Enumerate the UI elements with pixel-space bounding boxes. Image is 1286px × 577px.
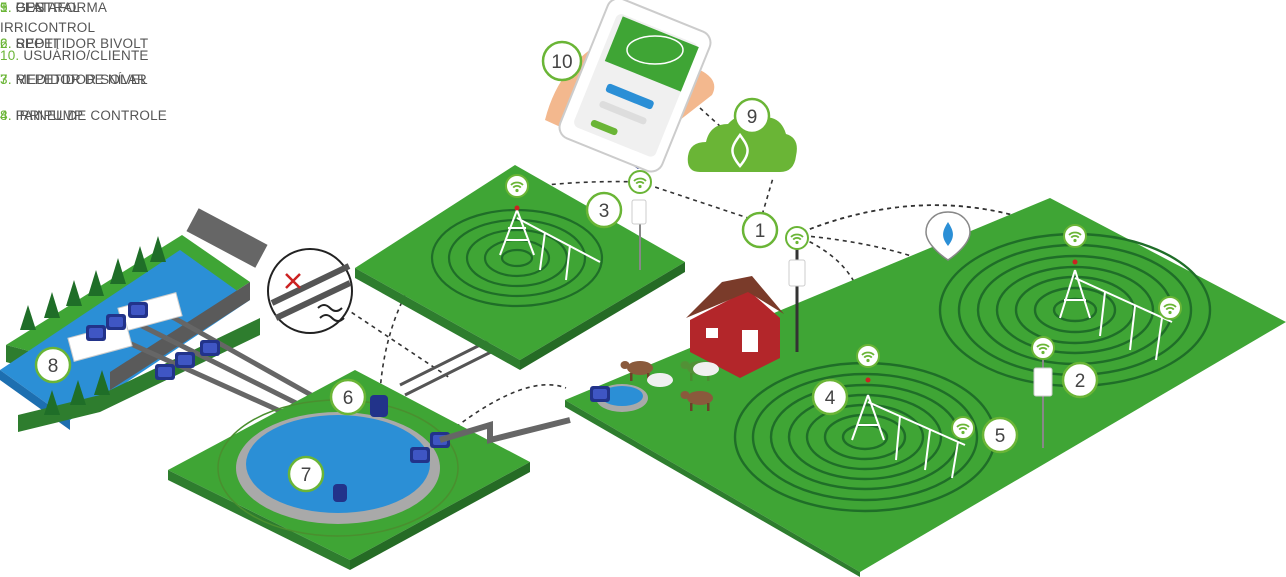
badge-8: 8 xyxy=(34,346,72,384)
svg-text:3: 3 xyxy=(599,201,610,222)
badge-4: 4 xyxy=(811,378,849,416)
legend-item-usuario-cliente: 10. USUÁRIO/CLIENTE xyxy=(0,48,149,63)
solar-repeater-field xyxy=(355,147,685,370)
reservoir-platform xyxy=(168,370,530,570)
svg-text:5: 5 xyxy=(995,426,1006,447)
main-farm-field xyxy=(565,198,1286,577)
svg-text:8: 8 xyxy=(48,356,59,377)
svg-text:1: 1 xyxy=(755,221,766,242)
smartphone-icon xyxy=(545,0,715,173)
badge-5: 5 xyxy=(981,416,1019,454)
svg-text:6: 6 xyxy=(343,388,354,409)
legend-item-repetidor-solar: 3. REPETIDOR SOLAR xyxy=(0,72,147,87)
legend-item-plataforma-irricontrol: 9. PLATAFORMA xyxy=(0,0,108,15)
spoti-device xyxy=(370,395,388,417)
svg-text:4: 4 xyxy=(825,388,836,409)
legend-item-plataforma-irricontrol-line2: IRRICONTROL xyxy=(0,20,96,35)
badge-2: 2 xyxy=(1061,361,1099,399)
center-pivot-icon xyxy=(499,209,601,281)
legend-item-painel-de-controle: 4. PAINEL DE CONTROLE xyxy=(0,108,168,123)
cloud-icon xyxy=(687,115,797,172)
broken-cable-icon xyxy=(267,248,353,334)
barn-icon xyxy=(686,276,784,378)
badge-1: 1 xyxy=(741,211,779,249)
badge-3: 3 xyxy=(585,191,623,229)
badge-9: 9 xyxy=(733,97,771,135)
svg-text:10: 10 xyxy=(551,52,572,73)
pump-station-platform xyxy=(0,208,322,432)
legend-item-central: 1. CENTRAL xyxy=(0,0,81,15)
badge-10: 10 xyxy=(541,40,583,82)
legend-item-gps: 5. GPS xyxy=(0,0,45,15)
svg-text:9: 9 xyxy=(747,107,758,128)
location-pin-icon xyxy=(925,211,971,261)
level-meter-device xyxy=(333,484,347,502)
legend-item-spoti: 6. SPOTI xyxy=(0,36,58,51)
flame-logo-icon xyxy=(731,132,749,168)
number-badges: 1 2 3 4 5 6 7 8 9 10 xyxy=(34,40,1099,493)
svg-text:7: 7 xyxy=(301,465,312,486)
svg-text:2: 2 xyxy=(1075,371,1086,392)
legend-item-irripump: 8. IRRIPUMP xyxy=(0,108,84,123)
badge-7: 7 xyxy=(287,455,325,493)
legend-item-repetidor-bivolt: 2. REPETIDOR BIVOLT xyxy=(0,36,149,51)
badge-6: 6 xyxy=(329,378,367,416)
legend-item-medidor-de-nivel: 7. MEDIDOR DE NÍVEL xyxy=(0,72,148,87)
